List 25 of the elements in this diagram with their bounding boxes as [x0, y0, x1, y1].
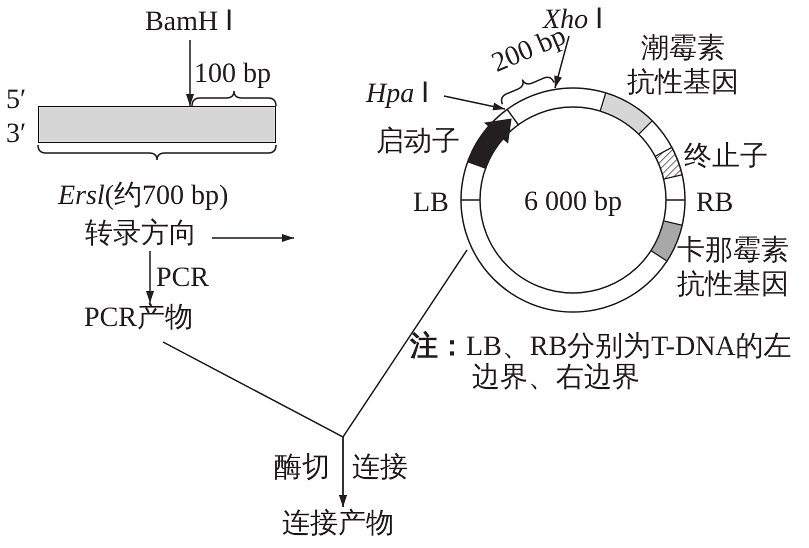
length-label: 100 bp — [194, 60, 271, 88]
size-label: 6 000 bp — [523, 188, 623, 216]
arrow — [339, 250, 468, 507]
dna-fragment-bar — [38, 106, 276, 143]
gene-label: 卡那霉素抗性基因 — [677, 234, 790, 302]
product-label: PCR产物 — [84, 304, 193, 332]
edge-label: 酶切 — [274, 454, 330, 482]
arrow — [444, 95, 506, 110]
gene-label: 终止子 — [684, 143, 768, 171]
arrow — [186, 40, 194, 106]
gene-label: 启动子 — [376, 128, 460, 156]
arrow — [146, 251, 154, 303]
enzyme-site-label: Hpa Ⅰ — [366, 80, 430, 108]
product-label: 连接产物 — [282, 510, 394, 538]
edge-label: 连接 — [352, 454, 408, 482]
border-label: LB — [413, 189, 449, 217]
enzyme-site-label: BamH Ⅰ — [145, 8, 234, 36]
note-text: 注：LB、RB分别为T-DNA的左边界、右边界 — [410, 331, 793, 393]
direction-label: 转录方向 — [85, 220, 198, 248]
border-label: RB — [696, 189, 734, 217]
arrow — [554, 36, 570, 88]
gene-name-label: Ersl(约700 bp) — [58, 182, 228, 210]
strand-end-label: 3′ — [6, 120, 26, 148]
strand-end-label: 5′ — [6, 86, 26, 114]
gene-label: 潮霉素抗性基因 — [627, 32, 740, 100]
